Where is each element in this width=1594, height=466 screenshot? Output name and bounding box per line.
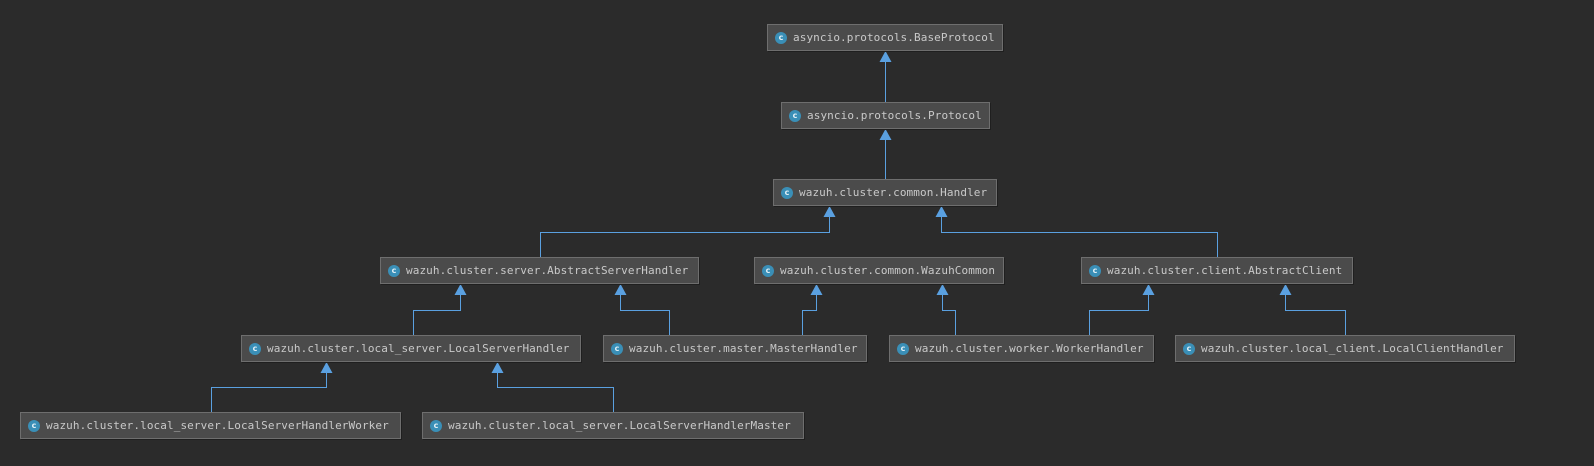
inheritance-arrowhead [320,362,333,373]
inheritance-edge [941,215,1218,257]
class-icon: c [1183,342,1195,355]
class-icon: c [897,342,909,355]
class-label: asyncio.protocols.Protocol [807,109,982,122]
class-label: wazuh.cluster.master.MasterHandler [629,342,858,355]
inheritance-arrowhead [935,206,948,217]
class-node-master-handler[interactable]: c wazuh.cluster.master.MasterHandler [603,335,867,362]
class-label: wazuh.cluster.local_server.LocalServerHa… [46,419,389,432]
class-icon: c [28,419,40,432]
class-node-local-client-handler[interactable]: c wazuh.cluster.local_client.LocalClient… [1175,335,1515,362]
inheritance-arrowhead [936,284,949,295]
class-icon: c [1089,264,1101,277]
inheritance-edge [1089,293,1149,335]
inheritance-edge [497,371,614,412]
class-icon: c [781,186,793,199]
class-label: wazuh.cluster.local_server.LocalServerHa… [267,342,570,355]
inheritance-edge [942,293,956,335]
inheritance-arrowhead [810,284,823,295]
inheritance-edge [413,293,461,335]
class-label: wazuh.cluster.local_server.LocalServerHa… [448,419,791,432]
class-icon: c [430,419,442,432]
class-label: wazuh.cluster.common.Handler [799,186,988,199]
class-node-abstract-client[interactable]: c wazuh.cluster.client.AbstractClient [1081,257,1353,284]
inheritance-arrowhead [614,284,627,295]
inheritance-edge [540,215,830,257]
class-label: asyncio.protocols.BaseProtocol [793,31,995,44]
class-node-protocol[interactable]: c asyncio.protocols.Protocol [781,102,990,129]
class-node-local-server-handler-master[interactable]: c wazuh.cluster.local_server.LocalServer… [422,412,804,439]
class-label: wazuh.cluster.worker.WorkerHandler [915,342,1144,355]
class-icon: c [789,109,801,122]
inheritance-arrowhead [491,362,504,373]
class-node-local-server-handler[interactable]: c wazuh.cluster.local_server.LocalServer… [241,335,581,362]
class-node-worker-handler[interactable]: c wazuh.cluster.worker.WorkerHandler [889,335,1154,362]
class-icon: c [249,342,261,355]
inheritance-arrowhead [1142,284,1155,295]
class-node-common-handler[interactable]: c wazuh.cluster.common.Handler [773,179,997,206]
class-node-base-protocol[interactable]: c asyncio.protocols.BaseProtocol [767,24,1003,51]
inheritance-arrowhead [823,206,836,217]
inheritance-arrowhead [454,284,467,295]
inheritance-arrowhead [879,51,892,62]
class-label: wazuh.cluster.client.AbstractClient [1107,264,1343,277]
class-label: wazuh.cluster.server.AbstractServerHandl… [406,264,689,277]
class-node-abstract-server-handler[interactable]: c wazuh.cluster.server.AbstractServerHan… [380,257,699,284]
class-node-local-server-handler-worker[interactable]: c wazuh.cluster.local_server.LocalServer… [20,412,401,439]
inheritance-edge [1285,293,1346,335]
inheritance-edge [211,371,327,412]
class-icon: c [388,264,400,277]
class-icon: c [762,264,774,277]
inheritance-edge [802,293,817,335]
class-label: wazuh.cluster.common.WazuhCommon [780,264,996,277]
class-icon: c [775,31,787,44]
class-icon: c [611,342,623,355]
class-node-wazuh-common[interactable]: c wazuh.cluster.common.WazuhCommon [754,257,1004,284]
inheritance-arrowhead [879,129,892,140]
class-label: wazuh.cluster.local_client.LocalClientHa… [1201,342,1504,355]
inheritance-arrowhead [1279,284,1292,295]
inheritance-edge [620,293,670,335]
